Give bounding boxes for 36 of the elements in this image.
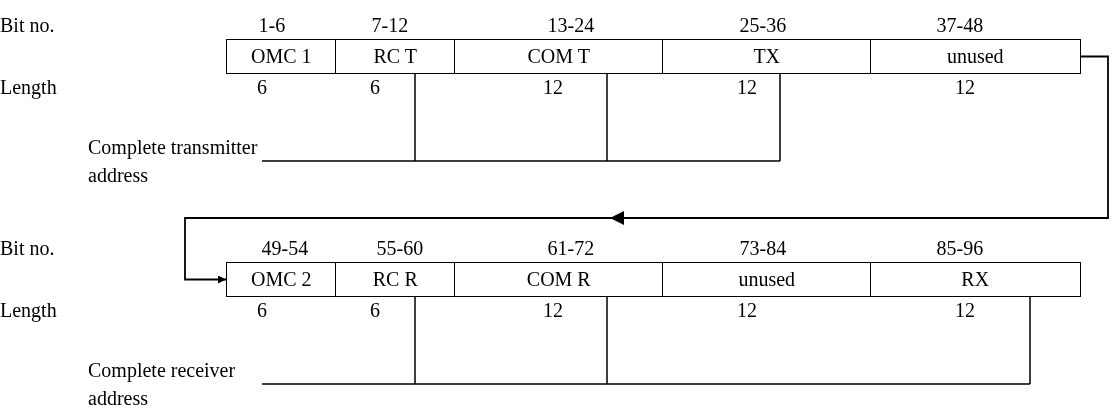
row-heading: Length [0,76,57,98]
bit-range: 37-48 [936,14,984,36]
field-caption: Complete receiver address [88,356,263,412]
row-heading: Length [0,299,57,321]
bit-field-cell: OMC 1 [226,39,337,74]
field-length: 12 [955,76,975,98]
bit-range: 85-96 [936,237,984,259]
bit-range: 1-6 [258,14,286,36]
bit-range: 55-60 [376,237,424,259]
row-heading: Bit no. [0,237,55,259]
field-length: 12 [543,299,563,321]
bit-field-cell: RX [870,262,1081,297]
bit-range: 7-12 [371,14,409,36]
bit-field-cell: OMC 2 [226,262,337,297]
field-length: 6 [370,76,380,98]
field-caption: Complete transmitter address [88,133,263,189]
bit-range: 49-54 [261,237,309,259]
bit-field-cell: unused [662,262,872,297]
field-length: 12 [737,299,757,321]
field-length: 12 [737,76,757,98]
bit-field-cell: TX [662,39,872,74]
row-heading: Bit no. [0,14,55,36]
bit-field-cell: RC T [335,39,456,74]
field-length: 12 [543,76,563,98]
field-length: 6 [257,76,267,98]
bit-range: 73-84 [739,237,787,259]
bit-field-cell: RC R [335,262,456,297]
field-length: 6 [370,299,380,321]
bit-field-cell: COM T [454,39,664,74]
bit-range: 61-72 [547,237,595,259]
bit-range: 25-36 [739,14,787,36]
field-length: 12 [955,299,975,321]
bit-field-cell: COM R [454,262,664,297]
bit-field-cell: unused [870,39,1081,74]
field-length: 6 [257,299,267,321]
bit-range: 13-24 [547,14,595,36]
